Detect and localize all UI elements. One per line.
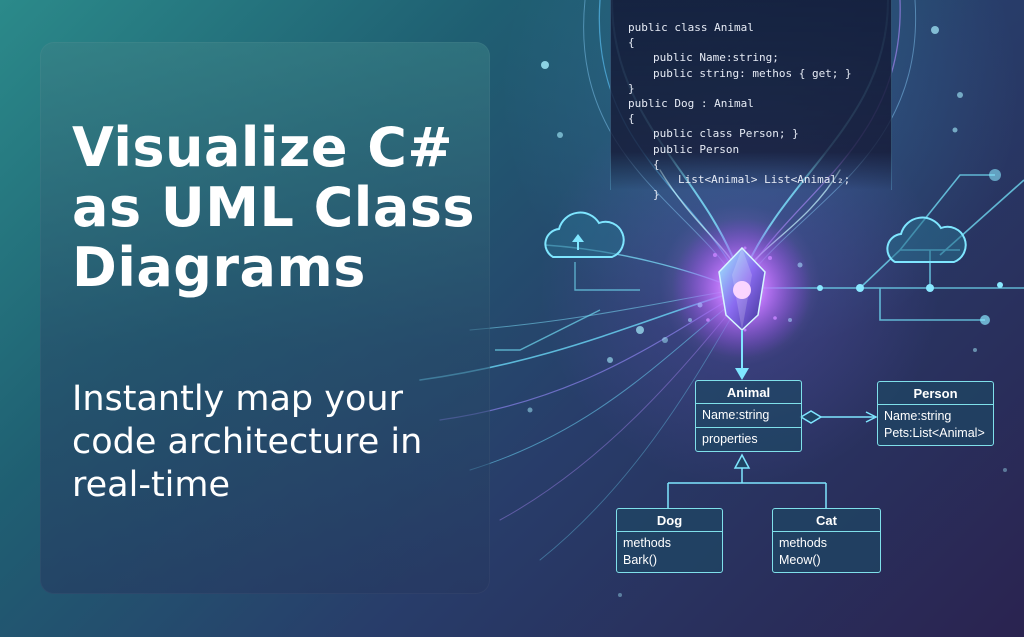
uml-attribute: Name:string bbox=[702, 408, 770, 422]
uml-aggregation-animal-person bbox=[799, 410, 878, 424]
uml-operations: properties bbox=[696, 428, 801, 451]
headline-panel bbox=[40, 42, 490, 594]
code-line: { bbox=[653, 157, 660, 171]
code-line: public class Animal bbox=[628, 21, 754, 34]
uml-class-title: Person bbox=[878, 382, 993, 405]
code-line: public Person bbox=[653, 142, 740, 156]
uml-operation: methods bbox=[623, 536, 671, 550]
uml-attributes: Name:string Pets:List<Animal> bbox=[878, 405, 993, 445]
headline: Visualize C# as UML Class Diagrams bbox=[72, 116, 476, 299]
code-line: public Dog : Animal bbox=[628, 96, 754, 110]
circuit-lines-left bbox=[495, 262, 640, 351]
uml-inheritance-tree bbox=[667, 453, 827, 508]
code-snippet: public class Animal { public Name:string… bbox=[628, 20, 852, 202]
uml-operations: methods Bark() bbox=[617, 532, 722, 572]
uml-attribute: Name:string bbox=[884, 409, 952, 423]
code-line: } bbox=[653, 188, 660, 202]
uml-class-cat: Cat methods Meow() bbox=[772, 508, 881, 573]
crystal-gem-icon bbox=[718, 246, 766, 332]
code-line: } bbox=[628, 81, 635, 95]
code-line: { bbox=[628, 36, 635, 50]
arrow-gem-to-animal bbox=[735, 330, 749, 380]
code-window bbox=[610, 0, 892, 190]
uml-class-animal: Animal Name:string properties bbox=[695, 380, 802, 452]
code-line: public Name:string; bbox=[653, 51, 779, 65]
uml-attribute: Pets:List<Animal> bbox=[884, 426, 985, 440]
subheadline: Instantly map your code architecture in … bbox=[72, 379, 423, 505]
cloud-upload-icon bbox=[544, 211, 625, 258]
uml-class-title: Animal bbox=[696, 381, 801, 404]
uml-operation: Bark() bbox=[623, 553, 658, 567]
circuit-nodes bbox=[817, 169, 1003, 325]
uml-class-dog: Dog methods Bark() bbox=[616, 508, 723, 573]
uml-operation: Meow() bbox=[779, 553, 821, 567]
code-line: public class Person; } bbox=[653, 127, 799, 141]
uml-attributes: Name:string bbox=[696, 404, 801, 428]
cloud-network-icon bbox=[886, 216, 967, 263]
uml-operation: methods bbox=[779, 536, 827, 550]
uml-class-person: Person Name:string Pets:List<Animal> bbox=[877, 381, 994, 446]
code-line: public string: methos { get; } bbox=[653, 66, 852, 80]
uml-class-title: Dog bbox=[617, 509, 722, 532]
code-line: { bbox=[628, 112, 635, 126]
uml-operations: methods Meow() bbox=[773, 532, 880, 572]
code-line: List<Animal> List<Animal₂; bbox=[678, 172, 851, 186]
uml-operation: properties bbox=[702, 432, 758, 446]
uml-class-title: Cat bbox=[773, 509, 880, 532]
